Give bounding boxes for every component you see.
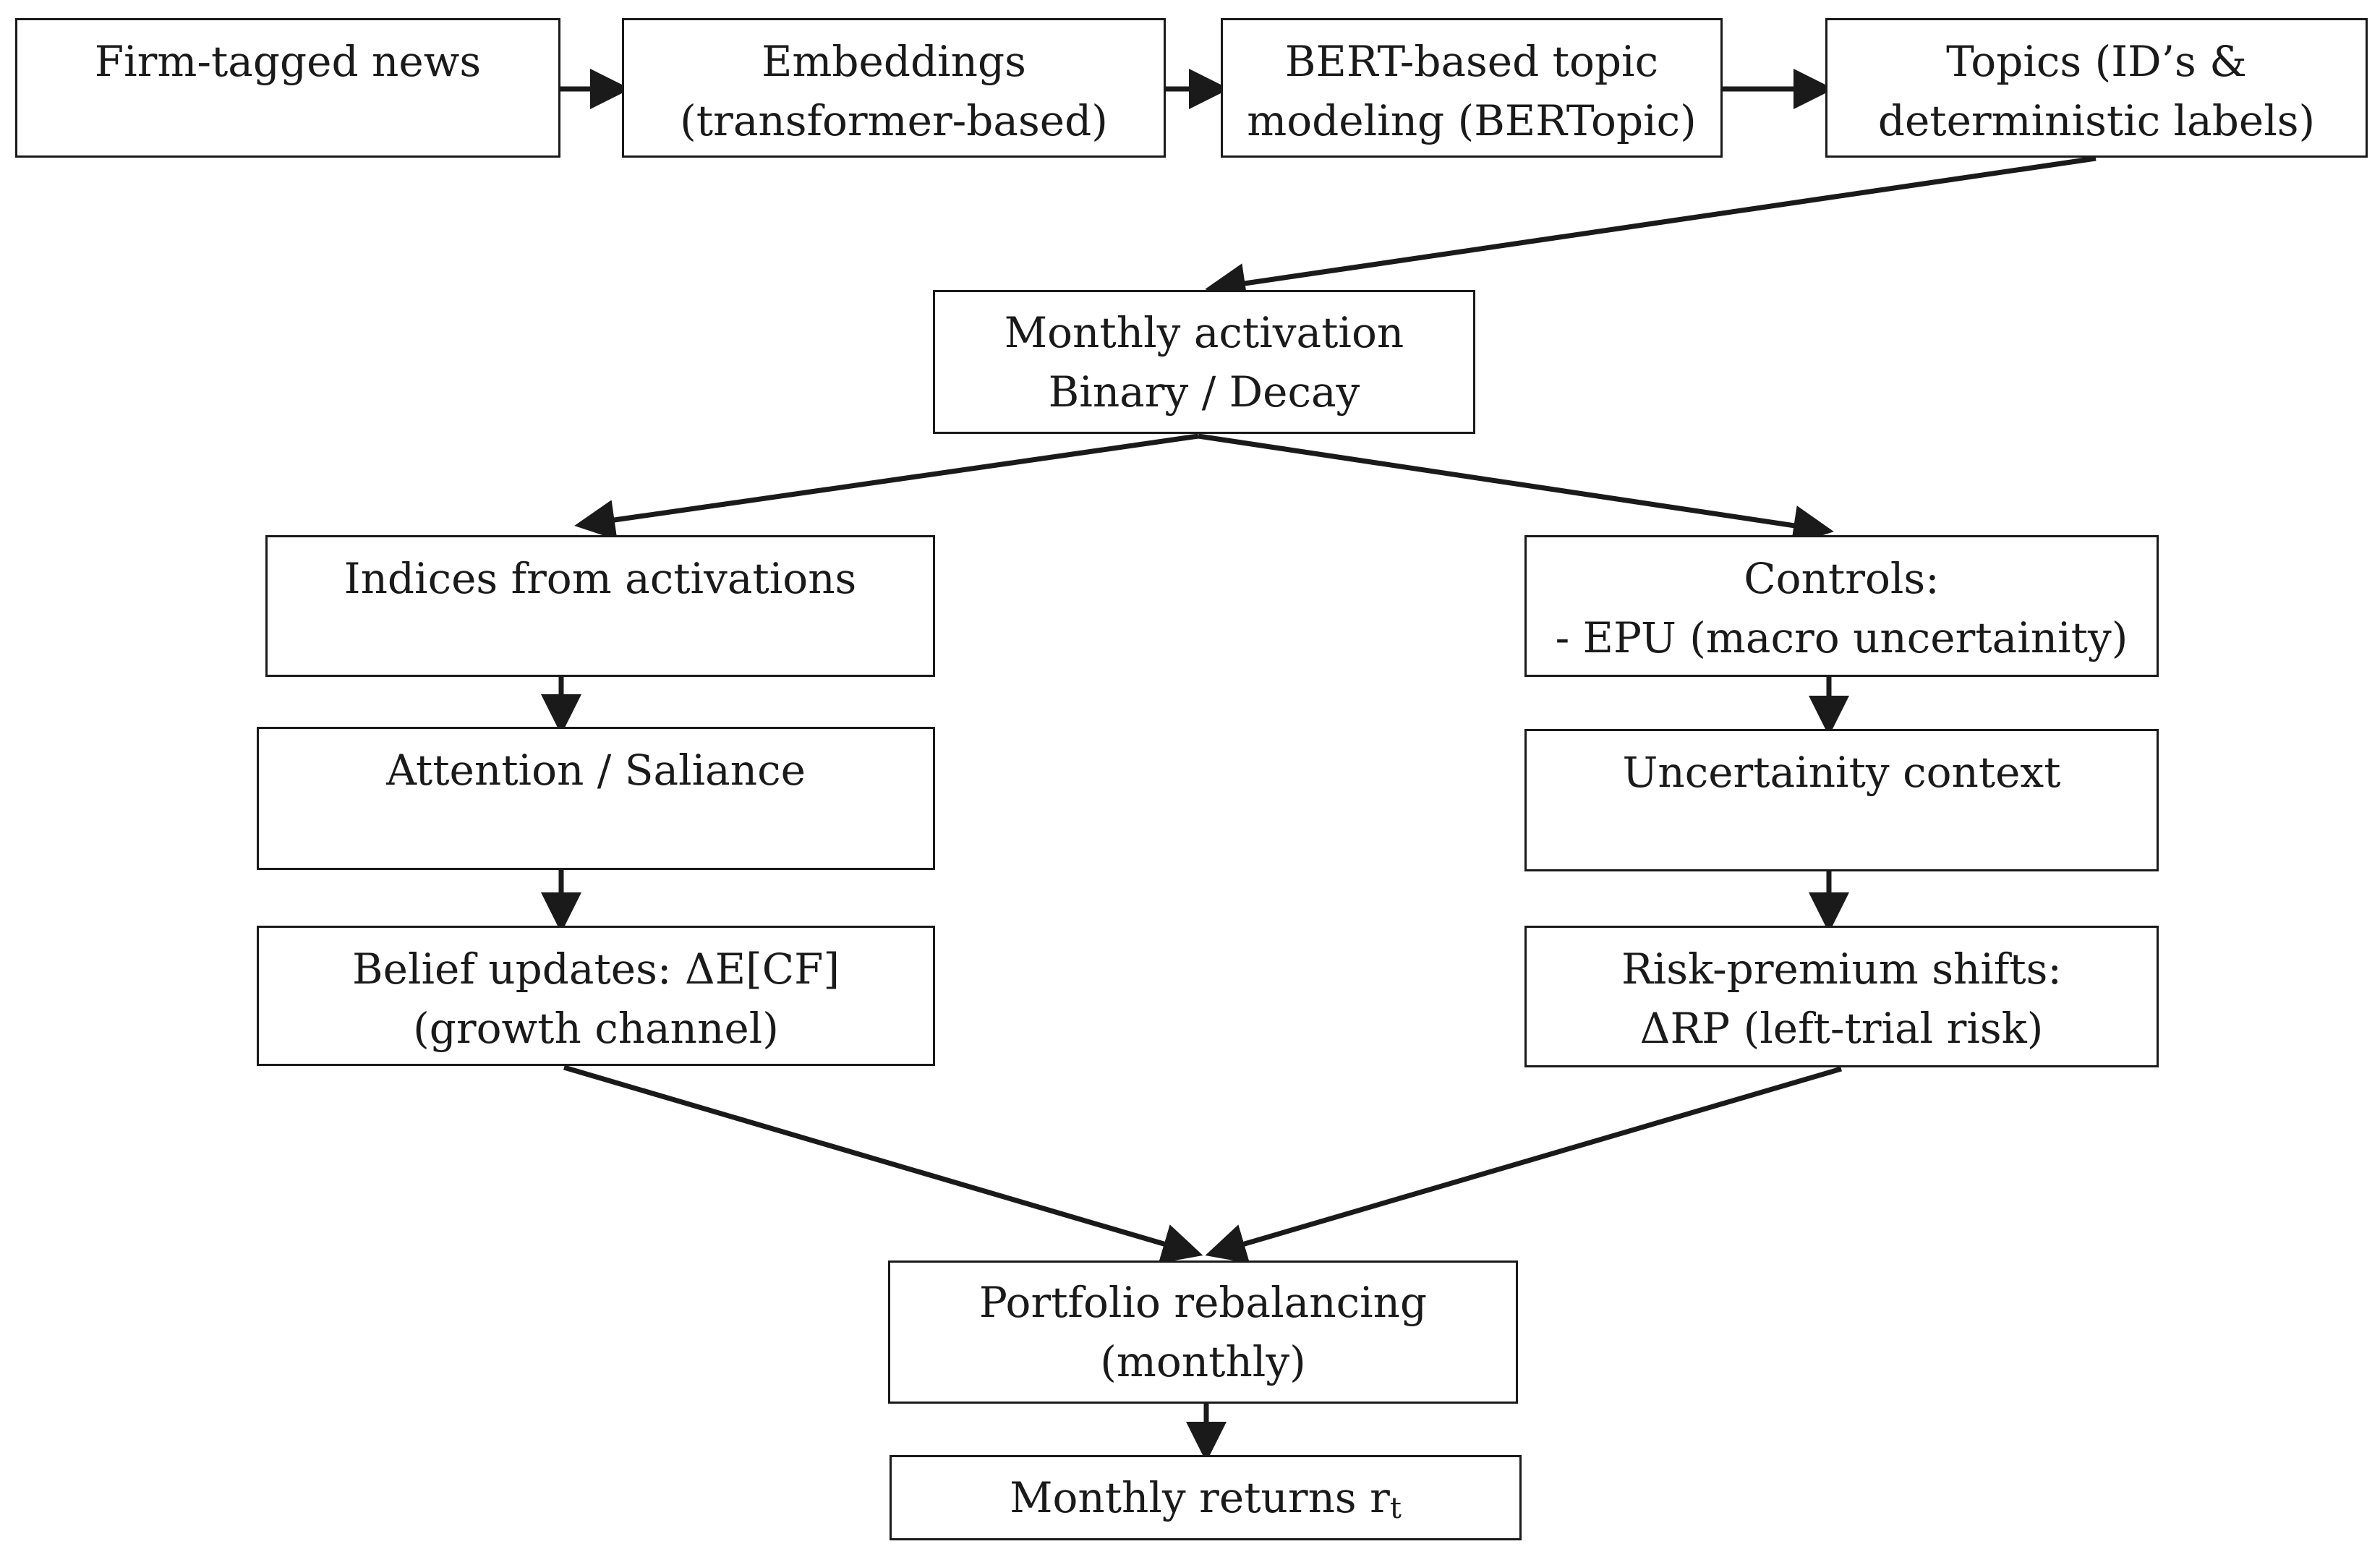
node-uncertainity-context: Uncertainity context — [1524, 729, 2159, 871]
node-risk-premium-shifts: Risk-premium shifts: ΔRP (left-trial ris… — [1524, 926, 2159, 1067]
node-bertopic: BERT-based topic modeling (BERTopic) — [1221, 18, 1723, 158]
node-firm-tagged-news: Firm-tagged news — [15, 18, 560, 158]
arrow-activation-to-indices — [574, 433, 1199, 540]
node-portfolio-rebalancing: Portfolio rebalancing (monthly) — [888, 1260, 1518, 1404]
node-line: modeling (BERTopic) — [1247, 96, 1697, 145]
arrow-risk-to-portfolio — [1205, 1066, 1842, 1264]
node-line: Uncertainity context — [1622, 748, 2061, 797]
node-monthly-returns: Monthly returns rt — [890, 1455, 1522, 1540]
node-line: Portfolio rebalancing — [978, 1278, 1428, 1327]
node-line: Binary / Decay — [1048, 367, 1360, 417]
arrow-topics-to-activation — [1205, 155, 2097, 304]
node-embeddings: Embeddings (transformer-based) — [622, 18, 1166, 158]
node-line: - EPU (macro uncertainity) — [1555, 613, 2128, 662]
node-line: (transformer-based) — [680, 96, 1108, 145]
node-attention-saliance: Attention / Saliance — [257, 727, 935, 870]
node-line: (growth channel) — [413, 1004, 779, 1053]
node-line: BERT-based topic — [1284, 37, 1659, 86]
node-line: (monthly) — [1100, 1337, 1306, 1386]
node-topics: Topics (ID’s & deterministic labels) — [1825, 18, 2368, 158]
node-line: Monthly returns rt — [1010, 1468, 1402, 1527]
node-line: Belief updates: ΔE[CF] — [352, 944, 840, 994]
node-line: deterministic labels) — [1877, 96, 2316, 145]
node-belief-updates: Belief updates: ΔE[CF] (growth channel) — [257, 926, 935, 1066]
node-line: Embeddings — [762, 37, 1026, 86]
returns-subscript: t — [1389, 1492, 1402, 1525]
node-line: Topics (ID’s & — [1946, 37, 2247, 86]
node-line: Risk-premium shifts: — [1621, 944, 2062, 994]
node-line: Indices from activations — [344, 554, 857, 603]
node-line: Firm-tagged news — [94, 37, 482, 86]
arrow-activation-to-controls — [1198, 433, 1834, 546]
node-line: Attention / Saliance — [386, 746, 806, 795]
arrow-belief-to-portfolio — [563, 1065, 1203, 1264]
node-line: ΔRP (left-trial risk) — [1639, 1004, 2044, 1053]
node-line: Monthly activation — [1004, 307, 1404, 357]
returns-label: Monthly returns r — [1010, 1473, 1390, 1522]
node-monthly-activation: Monthly activation Binary / Decay — [933, 290, 1475, 434]
node-line: Controls: — [1744, 554, 1940, 603]
node-controls: Controls: - EPU (macro uncertainity) — [1524, 535, 2159, 677]
node-indices-from-activations: Indices from activations — [265, 535, 935, 677]
